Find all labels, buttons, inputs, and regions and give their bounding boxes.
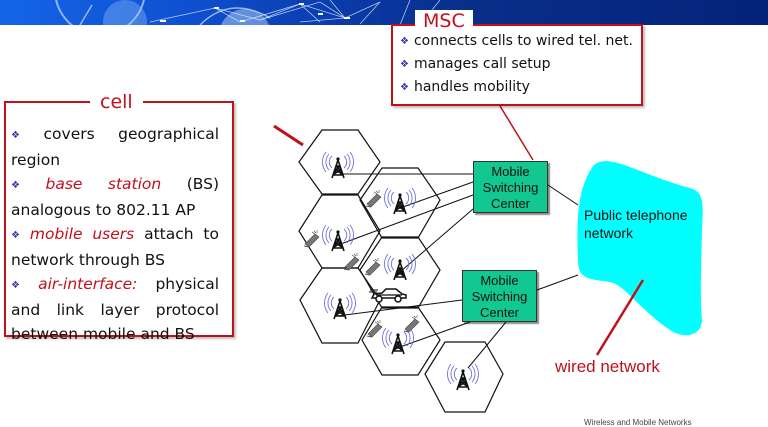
list-item: ❖manages call setup — [400, 56, 551, 72]
mobile-phone-icon — [403, 314, 420, 333]
cell-hexagon — [299, 267, 381, 344]
public-telephone-network-cloud — [577, 161, 703, 336]
list-item: ❖connects cells to wired tel. net. — [400, 33, 633, 49]
bullet-icon: ❖ — [400, 36, 409, 47]
mobile-phone-icon — [365, 189, 382, 208]
bullet-icon: ❖ — [11, 230, 25, 241]
cell-tower-icon — [446, 363, 480, 391]
bullet-icon: ❖ — [11, 130, 39, 141]
list-item: ❖handles mobility — [400, 79, 530, 95]
msc-callout-box — [391, 24, 643, 106]
mobile-phone-icon — [364, 257, 381, 276]
cell-pointer-line — [273, 124, 304, 147]
bullet-icon: ❖ — [400, 82, 409, 93]
wired-network-label: wired network — [555, 357, 660, 376]
cell-hexagon — [298, 129, 381, 195]
msc-callout-title: MSC — [415, 10, 473, 32]
cell-tower-icon — [323, 292, 357, 320]
cell-hexagon — [424, 341, 504, 413]
bullet-icon: ❖ — [11, 180, 41, 191]
cell-callout-title: cell — [90, 91, 143, 113]
cell-callout-list: ❖covers geographical region ❖base statio… — [11, 122, 219, 346]
list-item: ❖base station (BS) analogous to 802.11 A… — [11, 175, 219, 219]
slide-footer: Wireless and Mobile Networks — [584, 418, 692, 427]
cell-hexagon — [361, 306, 441, 376]
msc-pointer-line — [499, 105, 534, 161]
list-item: ❖mobile users attach to network through … — [11, 225, 219, 269]
wired-network-pointer-line — [595, 279, 645, 356]
msc-callout-list: ❖connects cells to wired tel. net. ❖mana… — [400, 30, 633, 99]
list-item: ❖covers geographical region — [11, 125, 220, 169]
cell-tower-icon — [383, 253, 417, 281]
header-banner — [0, 0, 768, 25]
banner-network-graphic — [55, 0, 441, 25]
public-telephone-network-label: Public telephone network — [584, 207, 688, 241]
mobile-phone-icon — [303, 229, 320, 248]
car-icon — [368, 288, 407, 303]
bullet-icon: ❖ — [400, 59, 409, 70]
cell-tower-icon — [321, 224, 355, 252]
cell-callout-box — [4, 101, 234, 337]
cell-tower-icon — [383, 187, 417, 215]
bullet-icon: ❖ — [11, 280, 34, 291]
mobile-switching-center-node: Mobile Switching Center — [462, 270, 537, 322]
list-item: ❖air-interface: physical and link layer … — [11, 275, 219, 343]
wired-links — [336, 173, 579, 369]
mobile-switching-center-node: Mobile Switching Center — [473, 161, 548, 213]
